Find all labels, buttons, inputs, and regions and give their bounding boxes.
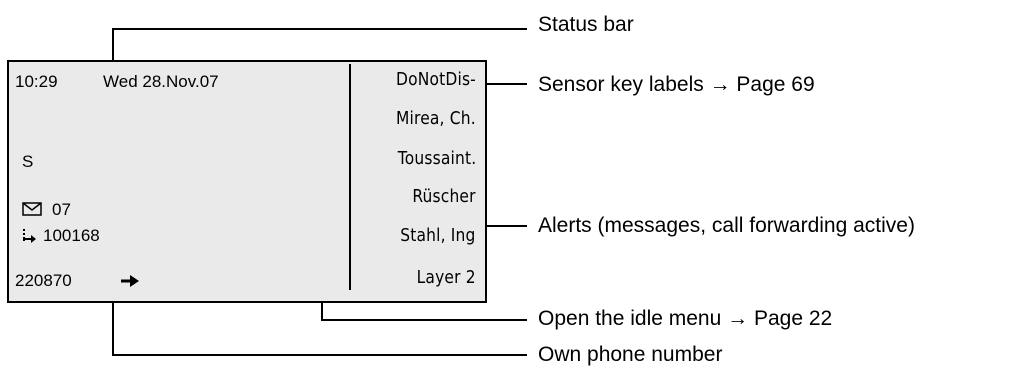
sensor-key-2[interactable]: Mirea, Ch.: [396, 108, 476, 129]
own-number-leader: [112, 303, 527, 356]
arrow-right-icon[interactable]: [121, 274, 139, 288]
callout-sensor-key-labels: Sensor key labels → Page 69: [538, 73, 815, 96]
callout-idle-menu: Open the idle menu → Page 22: [538, 307, 833, 330]
envelope-icon: [22, 202, 42, 216]
idle-menu-leader: [321, 298, 527, 321]
callout-status-bar: Status bar: [538, 13, 634, 36]
own-number: 220870: [15, 271, 72, 290]
key-column-divider: [349, 64, 351, 290]
date-display: Wed 28.Nov.07: [103, 72, 219, 91]
message-count: 07: [52, 200, 71, 219]
forward-number: 100168: [43, 226, 100, 245]
status-bar-leader: [112, 28, 527, 62]
sensor-key-5[interactable]: Stahl, Ing: [400, 225, 476, 246]
sensor-key-4[interactable]: Rüscher: [412, 186, 476, 207]
call-forward-icon: [23, 229, 36, 243]
callout-own-number: Own phone number: [538, 343, 723, 366]
sensor-key-3[interactable]: Toussaint.: [397, 148, 476, 169]
idle-letter: S: [22, 152, 34, 171]
time-display: 10:29: [15, 72, 58, 91]
sensor-key-6[interactable]: Layer 2: [416, 267, 476, 288]
callout-alerts: Alerts (messages, call forwarding active…: [538, 214, 915, 237]
sensor-key-1[interactable]: DoNotDis-: [396, 69, 476, 90]
phone-display: 10:29 Wed 28.Nov.07 S 07 100168 220870 D…: [7, 60, 487, 303]
